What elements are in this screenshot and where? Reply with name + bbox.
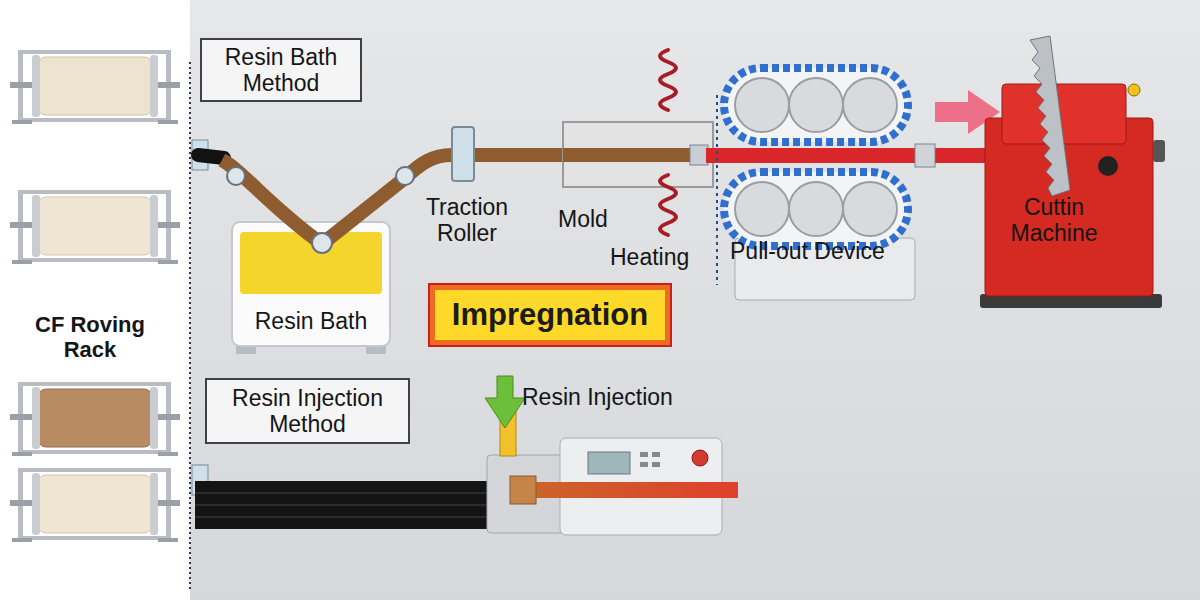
divider-line	[716, 95, 718, 285]
tow-line	[195, 517, 495, 518]
rack-bar	[18, 258, 171, 262]
part-label: Resin Injection	[522, 384, 762, 410]
rack-foot	[158, 120, 178, 124]
roving-spool	[38, 389, 152, 447]
part-label: CF Roving Rack	[10, 312, 170, 363]
spool-cap	[150, 55, 158, 117]
belt-wheel	[735, 78, 789, 132]
rack-bar	[18, 50, 171, 54]
rack-bar	[18, 382, 171, 386]
spool-cap	[32, 387, 40, 449]
rack-bar	[18, 468, 171, 472]
belt-wheel	[789, 78, 843, 132]
caterpillar-belt	[724, 172, 908, 246]
roving-spool	[38, 57, 152, 115]
indicator-light	[1128, 84, 1140, 96]
part-label: Cuttin Machine	[988, 194, 1120, 247]
rack-foot	[158, 260, 178, 264]
rack-bar	[18, 118, 171, 122]
rack-bar	[18, 190, 171, 194]
node-text: Resin Bath	[255, 308, 368, 334]
impregnated-fiber	[563, 148, 696, 162]
node-text: Resin Bath Method	[202, 44, 360, 97]
control-button	[640, 462, 648, 467]
cutting-machine-body	[985, 118, 1153, 296]
spool-cap	[32, 195, 40, 257]
belt-wheel	[843, 78, 897, 132]
part-label: Pull-out Device	[730, 238, 940, 264]
mold-ring	[690, 145, 708, 165]
roving-rack	[10, 468, 180, 542]
heating-coil	[660, 50, 676, 110]
roving-spool	[38, 197, 152, 255]
belt-wheel	[735, 182, 789, 236]
resin-bath-box: Resin Bath	[232, 222, 390, 346]
spool-cap	[32, 55, 40, 117]
profile-clamp	[915, 144, 935, 167]
caterpillar-belt	[724, 68, 908, 142]
divider-line	[189, 62, 191, 592]
guide-roller	[227, 167, 245, 185]
node-text: Resin Injection Method	[207, 385, 408, 438]
impregnated-profile	[510, 482, 738, 498]
guide-roller	[312, 233, 332, 253]
tow-line	[195, 493, 495, 494]
rack-foot	[12, 260, 32, 264]
cutting-machine-head	[1002, 84, 1126, 144]
stop-button	[692, 450, 708, 466]
carbon-fiber-tow	[198, 155, 224, 158]
guide-roller	[396, 167, 414, 185]
method-box: Resin Injection Method	[205, 378, 410, 444]
injection-arrow	[485, 376, 525, 428]
spool-cap	[150, 473, 158, 535]
node-text: Impregnation	[452, 297, 648, 333]
saw-blade	[1030, 36, 1070, 196]
spool-cap	[32, 473, 40, 535]
roving-rack	[10, 190, 180, 264]
belt-wheel	[843, 182, 897, 236]
rack-foot	[158, 452, 178, 456]
rack-panel	[0, 0, 190, 600]
traction-roller	[452, 127, 474, 181]
control-button	[640, 452, 648, 457]
rack-foot	[12, 538, 32, 542]
carbon-fiber-tows	[195, 481, 495, 529]
spool-cap	[150, 387, 158, 449]
cured-profile	[706, 148, 991, 163]
part-label: Heating	[610, 244, 720, 270]
spool-cap	[150, 195, 158, 257]
roving-rack	[10, 50, 180, 124]
control-button	[652, 452, 660, 457]
impregnation-box: Impregnation	[430, 285, 670, 345]
heating-coil	[660, 175, 676, 235]
mold-block	[563, 122, 713, 187]
roving-spool	[38, 475, 152, 533]
rack-foot	[12, 452, 32, 456]
rack-bar	[18, 536, 171, 540]
control-screen	[588, 452, 630, 474]
roving-rack	[10, 382, 180, 456]
rack-foot	[158, 538, 178, 542]
tow-line	[195, 505, 495, 506]
method-box: Resin Bath Method	[200, 38, 362, 102]
rack-foot	[12, 120, 32, 124]
machine-handle	[1153, 140, 1165, 162]
die-clamp	[510, 476, 536, 504]
belt-wheel	[789, 182, 843, 236]
control-knob	[1098, 156, 1118, 176]
rack-bar	[18, 450, 171, 454]
part-label: Mold	[558, 206, 638, 232]
control-button	[652, 462, 660, 467]
part-label: Traction Roller	[408, 194, 526, 247]
